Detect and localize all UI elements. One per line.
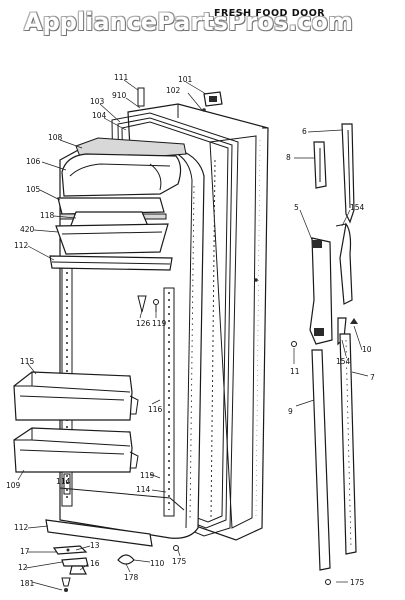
callout-175-left: 175 [172,557,187,566]
callout-12: 12 [18,563,28,572]
callout-126: 126 [136,319,151,328]
callout-17: 17 [20,547,30,556]
callout-112-bottom: 112 [14,523,29,532]
butter-tray [55,211,169,255]
callout-154-bottom: 154 [336,357,351,366]
leader-lines [17,79,369,591]
callout-154-top: 154 [350,203,365,212]
callout-114-left: 114 [56,477,71,486]
callout-8: 8 [286,153,291,162]
watermark-text: AppliancePartsPros.com [24,8,353,36]
upper-shelf-bar [49,255,173,271]
callout-16: 16 [90,559,100,568]
callout-102: 102 [166,86,181,95]
callout-7: 7 [370,373,375,382]
callout-11: 11 [290,367,300,376]
bottom-rail [45,519,153,547]
callout-118: 118 [40,211,55,220]
callout-115: 115 [20,357,35,366]
handle-assembly [291,123,358,585]
callout-108: 108 [48,133,63,142]
callout-101: 101 [178,75,193,84]
top-small-parts [137,87,223,112]
callout-labels: 111 910 101 102 103 104 108 106 105 118 … [6,73,375,588]
callout-105: 105 [26,185,41,194]
callout-109: 109 [6,481,21,490]
callout-103: 103 [90,97,105,106]
callout-13: 13 [90,541,100,550]
bottom-hardware [52,545,179,592]
lower-door-bin [13,427,139,473]
callout-910: 910 [112,91,127,100]
callout-112-top: 112 [14,241,29,250]
upper-door-bin [13,371,139,421]
callout-5: 5 [294,203,299,212]
callout-111: 111 [114,73,129,82]
callout-114-right: 114 [136,485,151,494]
diagram-title: FRESH FOOD DOOR [214,8,326,19]
callout-178: 178 [124,573,139,582]
small-clips [137,295,159,313]
callout-420: 420 [20,225,35,234]
callout-119-bottom: 119 [140,471,155,480]
callout-119-top: 119 [152,319,167,328]
callout-106: 106 [26,157,41,166]
callout-104: 104 [92,111,107,120]
callout-10: 10 [362,345,372,354]
callout-110: 110 [150,559,165,568]
callout-116: 116 [148,405,163,414]
callout-181: 181 [20,579,35,588]
callout-9: 9 [288,407,293,416]
callout-175-right: 175 [350,578,365,587]
callout-6: 6 [302,127,307,136]
